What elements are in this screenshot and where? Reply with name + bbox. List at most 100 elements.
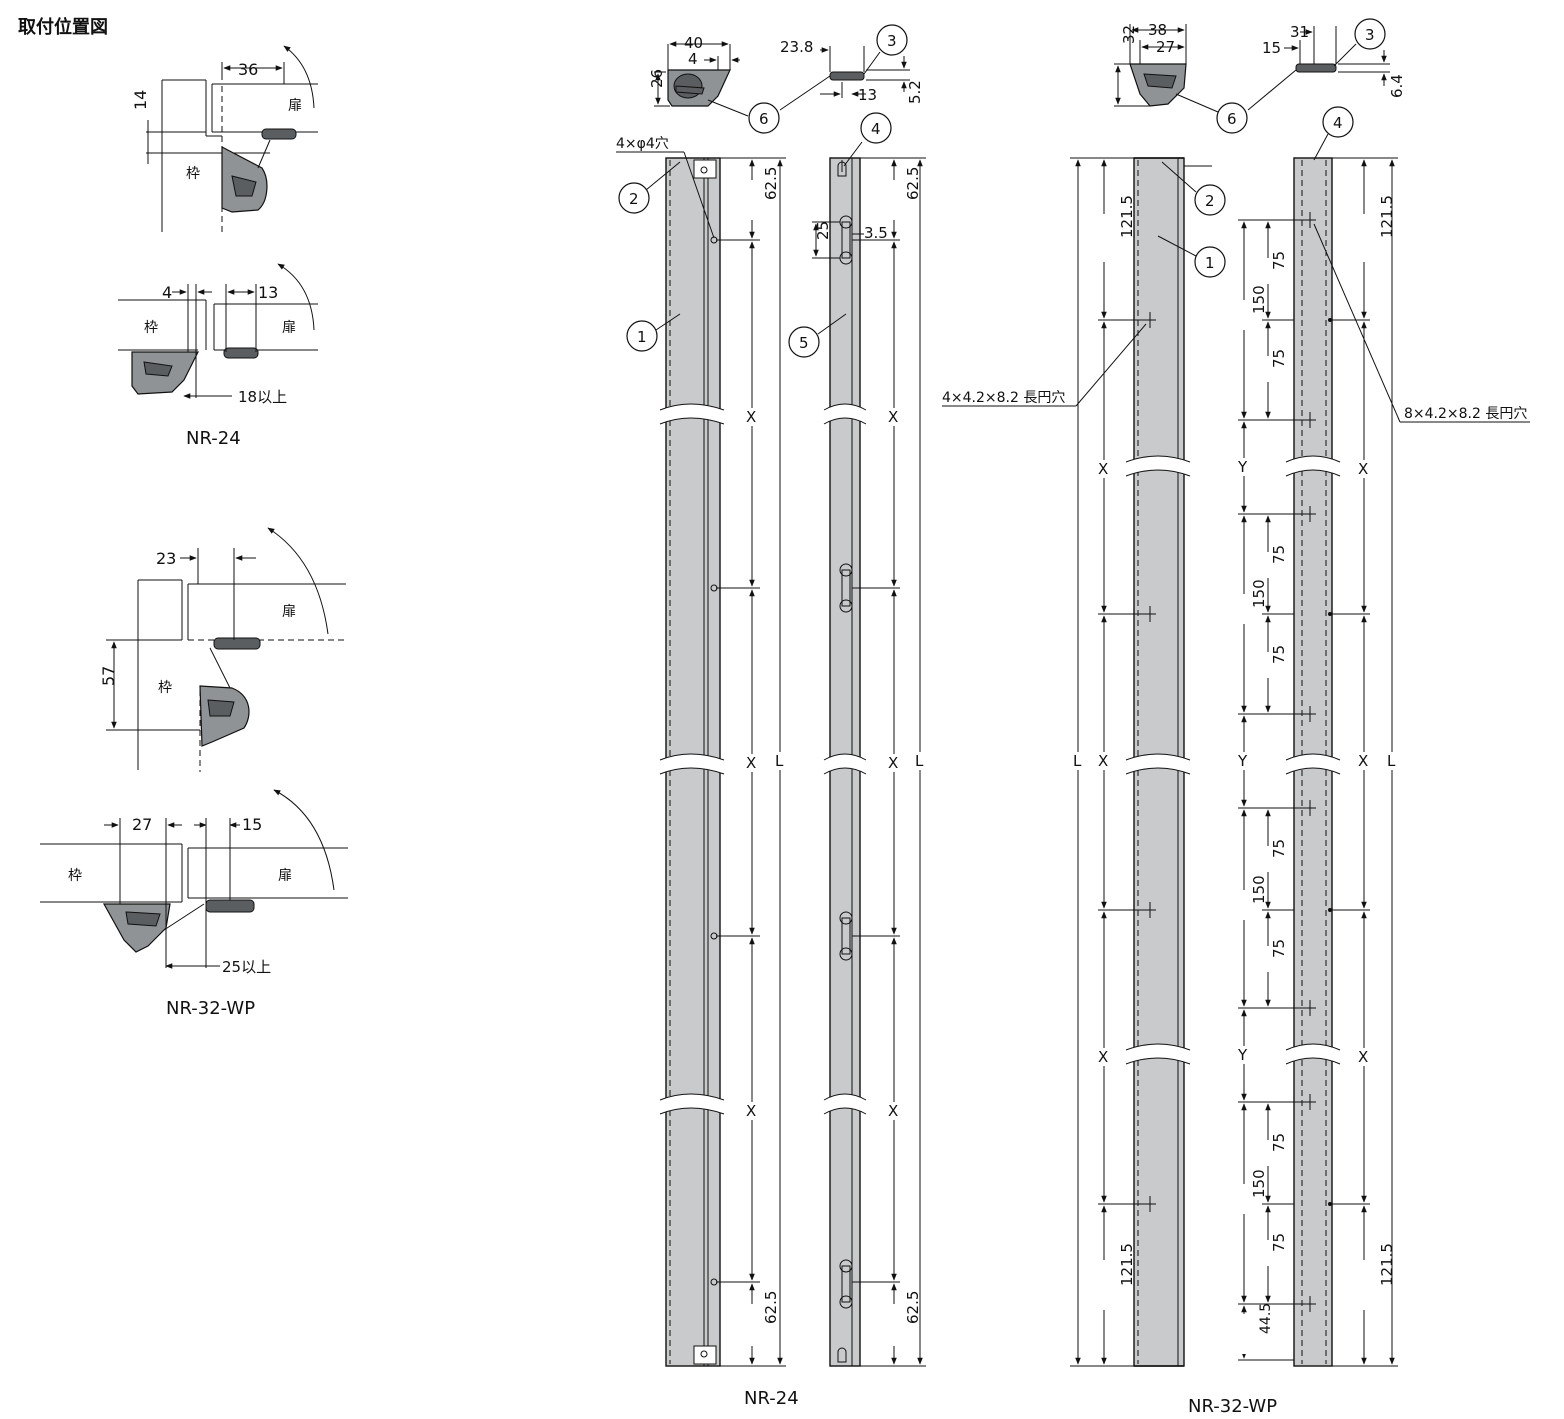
dim-18: 18以上 [238,388,287,406]
dim-625-top: 62.5 [762,167,780,200]
dim-40: 40 [684,34,703,52]
install-nr32-b: 27 15 25以上 枠 扉 NR-32-WP [40,789,348,1019]
dim-75: 75 [1270,839,1288,858]
callout-6: 6 [759,110,769,128]
page-title: 取付位置図 [18,16,108,38]
model-label-nr24-install: NR-24 [186,428,241,449]
dim-75: 75 [1270,349,1288,368]
dim-13: 13 [258,283,278,302]
model-label-nr32wp: NR-32-WP [1188,1396,1277,1417]
dim-1215-top: 121.5 [1118,195,1136,238]
nr24-bar-1: 62.5 X X X 62.5 L 4×φ4穴 2 1 [616,136,788,1367]
label-door: 扉 [282,604,296,620]
callout-1: 1 [637,328,647,346]
dim-38: 38 [1148,21,1167,39]
dim-x: X [746,1102,756,1120]
label-frame: 枠 [144,320,158,336]
install-nr24-b: 4 13 18以上 枠 扉 NR-24 [118,263,318,449]
dim-15-top: 15 [1262,39,1281,57]
dim-x: X [888,408,898,426]
dim-15: 15 [242,815,262,834]
dim-13-top: 13 [858,86,877,104]
callout-5: 5 [799,334,809,352]
callout-3: 3 [887,32,897,50]
dim-52: 5.2 [906,80,924,104]
dim-y: Y [1237,458,1248,476]
callout-1: 1 [1205,254,1215,272]
dim-x: X [746,754,756,772]
dim-75: 75 [1270,545,1288,564]
label-frame: 枠 [186,166,200,182]
dim-625-bottom: 62.5 [762,1291,780,1324]
model-label-nr32wp-install: NR-32-WP [166,998,255,1019]
label-door: 扉 [288,98,302,114]
dim-64: 6.4 [1388,74,1406,98]
dim-25: 25以上 [222,958,271,976]
dim-32: 32 [1120,25,1138,44]
callout-6: 6 [1227,110,1237,128]
dim-25: 25 [814,221,832,240]
dim-1215-bottom: 121.5 [1118,1243,1136,1286]
dim-x: X [1098,460,1108,478]
dim-1215-bottom: 121.5 [1378,1243,1396,1286]
dim-150: 150 [1250,579,1268,608]
dim-75: 75 [1270,251,1288,270]
dim-23: 23 [156,549,176,568]
dim-150: 150 [1250,875,1268,904]
callout-2: 2 [1205,192,1215,210]
model-label-nr24: NR-24 [744,1388,799,1409]
dim-75: 75 [1270,1233,1288,1252]
nr24-bar-2: 62.5 X X X 62.5 L 25 3.5 4 5 [788,112,928,1367]
callout-4: 4 [871,120,881,138]
dim-35: 3.5 [864,224,888,242]
install-nr24-a: 36 14 枠 扉 [131,45,318,232]
callout-2: 2 [629,190,639,208]
dim-x: X [888,1102,898,1120]
dim-x: X [1358,752,1368,770]
dim-27-top: 27 [1156,38,1175,56]
nr32-top-detail: 38 27 32 31 15 6.4 6 3 [1114,18,1406,134]
dim-l: L [775,752,784,770]
dim-625-bottom: 62.5 [904,1291,922,1324]
slot-group [839,215,853,1309]
dim-1215-top: 121.5 [1378,195,1396,238]
dim-x: X [888,754,898,772]
callout-4: 4 [1333,114,1343,132]
dim-14: 14 [131,90,150,110]
label-frame: 枠 [68,868,82,884]
nr32-bar-1: 121.5 X X X 121.5 L 4×4.2×8.2 長円穴 2 1 [942,157,1226,1367]
dim-x: X [1358,460,1368,478]
nr24-top-detail: 40 4 26 23.8 13 5.2 6 3 [648,24,924,134]
label-door: 扉 [278,868,292,884]
dim-x: X [1358,1048,1368,1066]
slot-note-8: 8×4.2×8.2 長円穴 [1404,406,1527,422]
dim-36: 36 [238,60,258,79]
dim-l: L [1387,752,1396,770]
dim-26: 26 [648,69,666,88]
dim-y: Y [1237,752,1248,770]
dim-238: 23.8 [780,38,813,56]
dim-x: X [1098,752,1108,770]
dim-27: 27 [132,815,152,834]
dim-l: L [1073,752,1082,770]
dim-75: 75 [1270,939,1288,958]
dim-150: 150 [1250,285,1268,314]
callout-3: 3 [1365,26,1375,44]
dim-625-top: 62.5 [904,167,922,200]
dim-y: Y [1237,1046,1248,1064]
slot-note-4: 4×4.2×8.2 長円穴 [942,390,1065,406]
dim-75: 75 [1270,1133,1288,1152]
label-frame: 枠 [158,680,172,696]
dim-4: 4 [162,283,172,302]
dim-150: 150 [1250,1169,1268,1198]
dim-75: 75 [1270,645,1288,664]
dim-445: 44.5 [1258,1303,1274,1334]
nr32-bar-2: 150 150 150 150 Y Y Y 44.5 75 75 75 75 7… [1234,106,1530,1367]
dim-x: X [746,408,756,426]
dim-l: L [915,752,924,770]
dim-31: 31 [1290,23,1309,41]
dim-x: X [1098,1048,1108,1066]
install-nr32-a: 23 57 枠 扉 [99,527,346,772]
label-door: 扉 [282,320,296,336]
hole-note: 4×φ4穴 [616,136,669,152]
